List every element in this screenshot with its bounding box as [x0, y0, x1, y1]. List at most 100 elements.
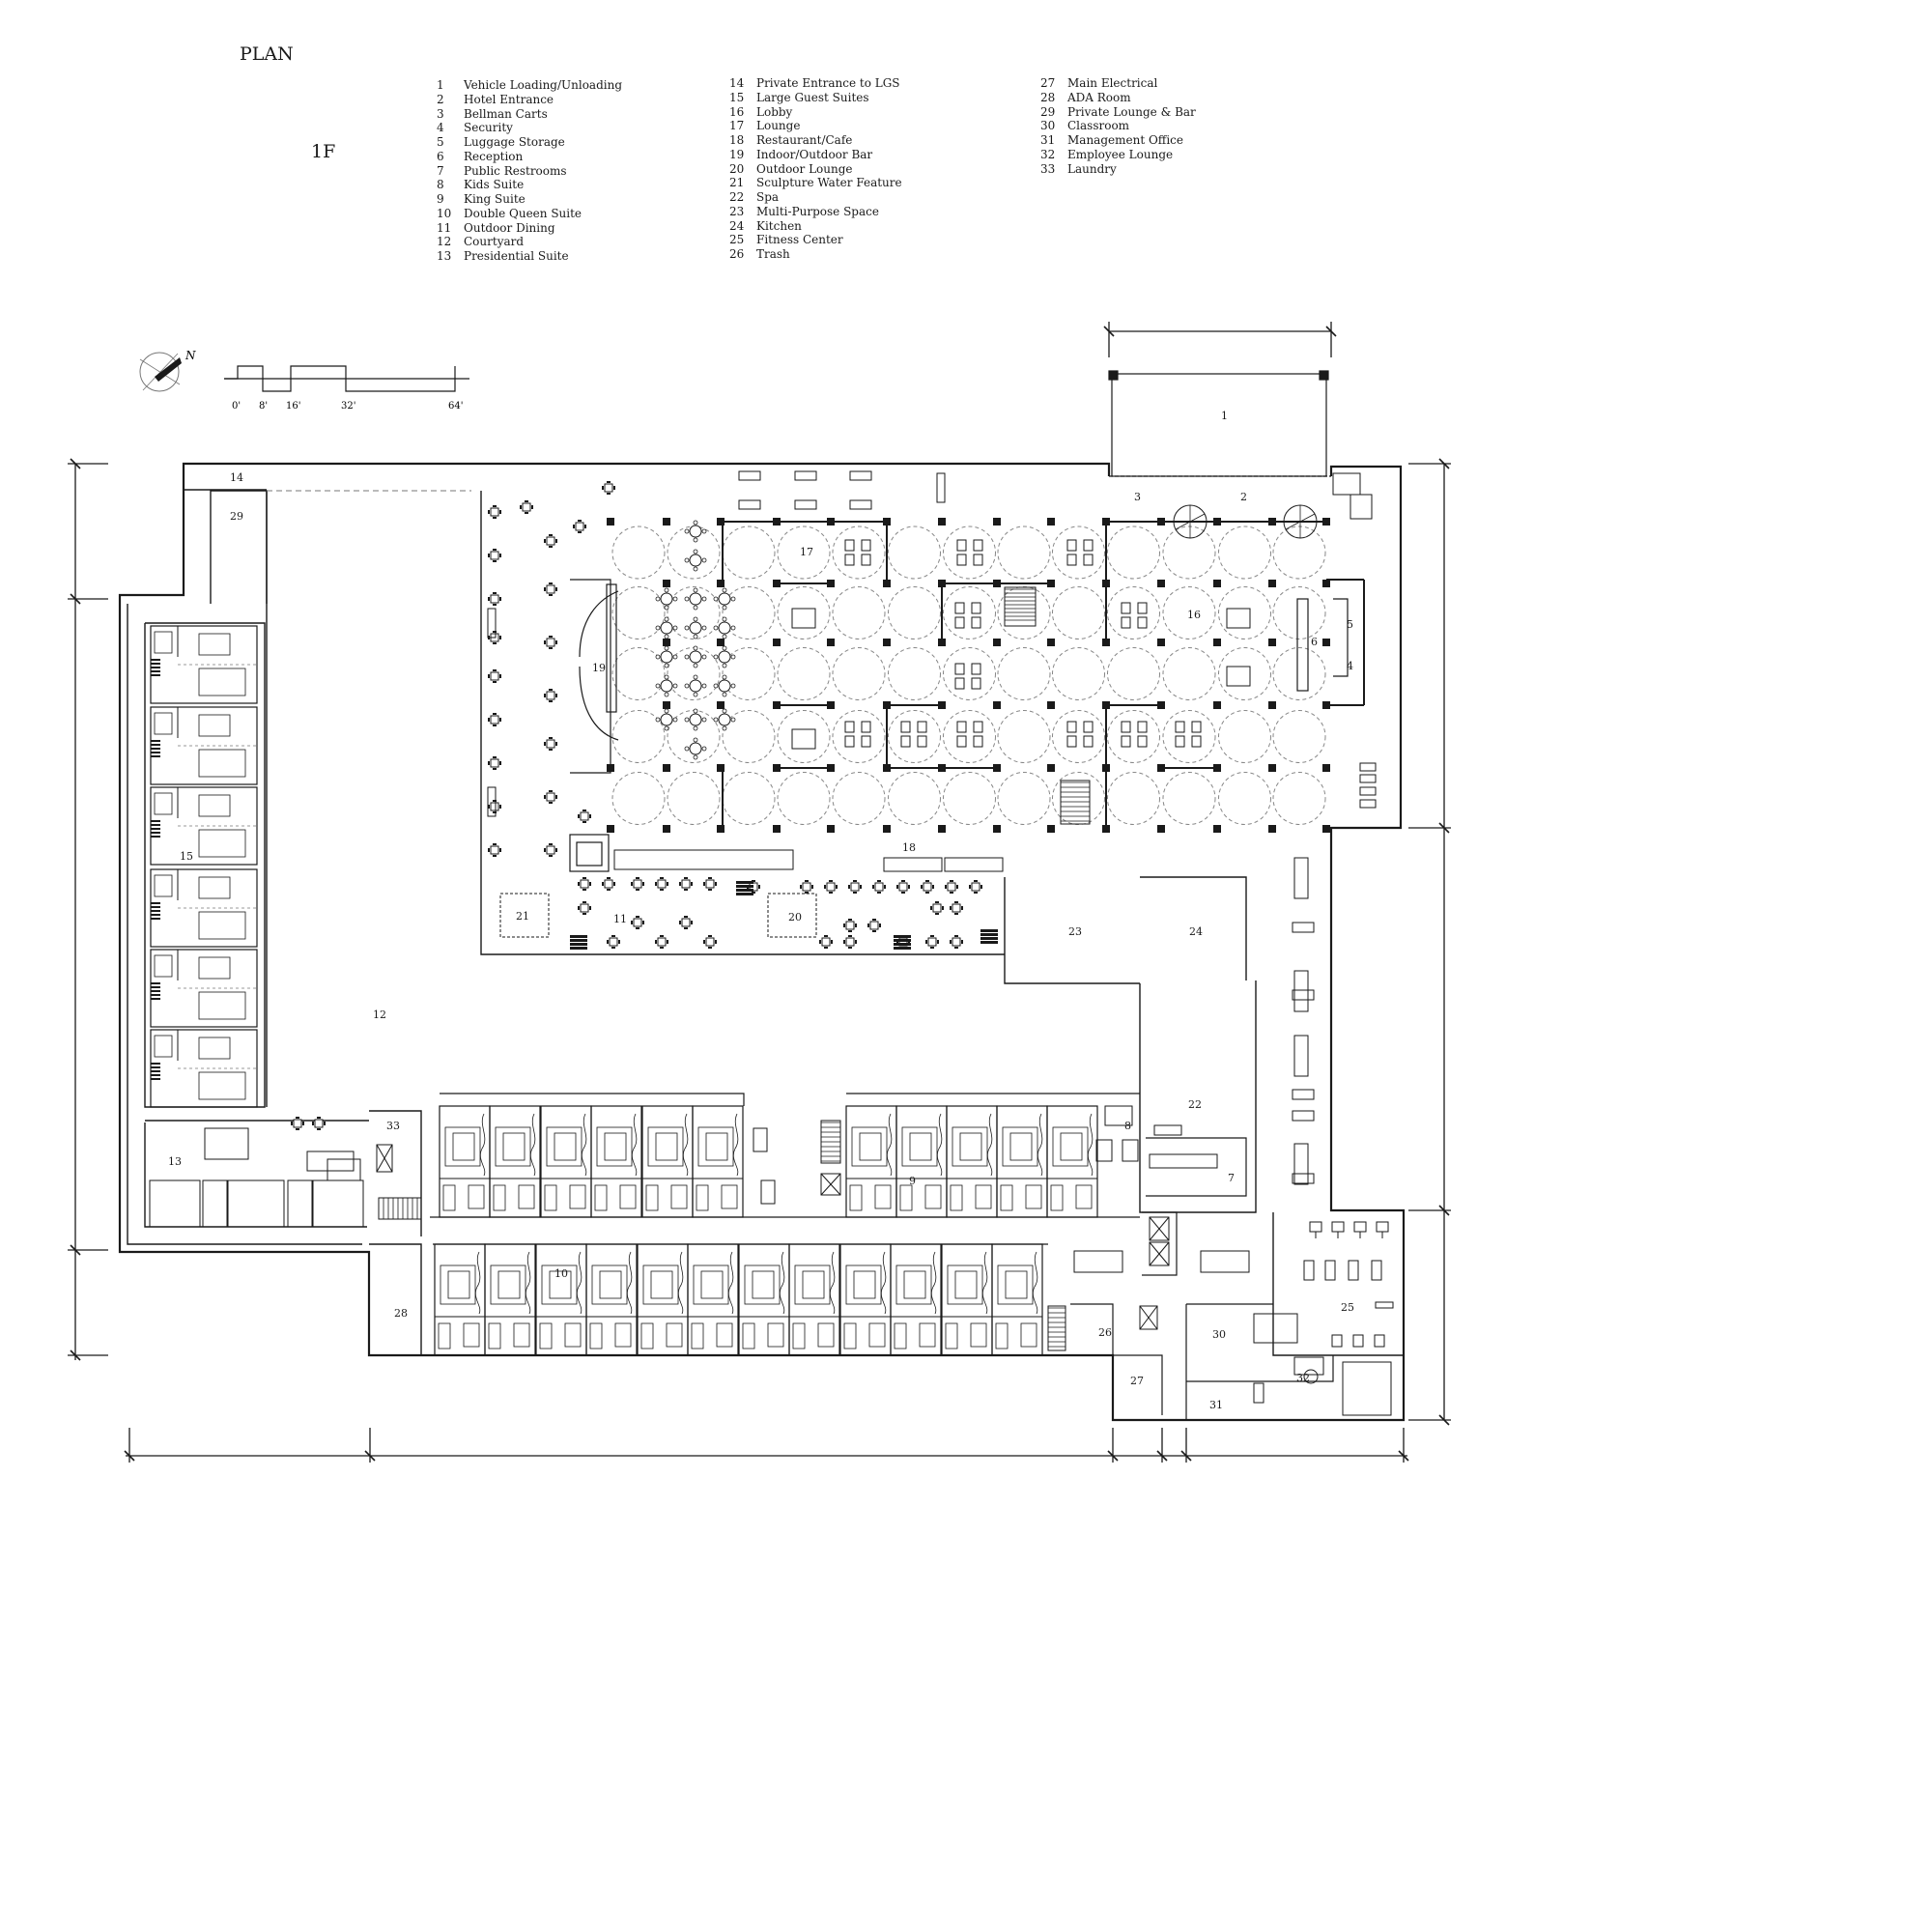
room-number: 2 — [1240, 491, 1247, 503]
column — [1322, 825, 1330, 833]
column — [1268, 639, 1276, 646]
dining-table — [543, 789, 558, 805]
floor-plan-drawing: N 0'8'16'32'64' — [68, 322, 1451, 1463]
room-number: 32 — [1296, 1372, 1310, 1384]
column — [1268, 701, 1276, 709]
dining-table — [920, 879, 935, 895]
column — [1322, 580, 1330, 587]
dining-table — [606, 934, 621, 950]
legend-item-label: Security — [464, 121, 513, 135]
room-number: 20 — [788, 911, 802, 923]
legend-item-number: 4 — [437, 121, 444, 135]
legend-item-label: Large Guest Suites — [756, 90, 869, 104]
guest-suite — [150, 949, 258, 1028]
ceiling-circle — [1218, 526, 1271, 580]
legend-item-number: 7 — [437, 163, 444, 178]
legend-item-label: Presidential Suite — [464, 249, 569, 263]
legend-item-number: 5 — [437, 135, 444, 149]
dining-table — [944, 879, 959, 895]
lounge-seating — [900, 721, 927, 748]
ceiling-circle — [943, 586, 996, 639]
room-number: 16 — [1187, 609, 1201, 621]
round-table — [655, 616, 678, 639]
column — [1047, 825, 1055, 833]
ceiling-circle — [1107, 647, 1160, 700]
guest-suite — [692, 1105, 744, 1218]
legend-item-number: 28 — [1040, 90, 1056, 104]
ceiling-circle — [1052, 586, 1105, 639]
ceiling-circle — [611, 647, 666, 700]
ceiling-circle — [1052, 526, 1105, 580]
ceiling-circle — [997, 710, 1051, 763]
legend-item-label: Main Electrical — [1067, 76, 1158, 90]
column — [1268, 580, 1276, 587]
suite-room — [227, 1179, 285, 1228]
round-table — [684, 587, 707, 611]
dining-table — [487, 842, 502, 858]
dining-table — [487, 712, 502, 727]
legend-item-number: 25 — [729, 233, 745, 247]
scale-label: 8' — [259, 401, 268, 412]
dining-table — [290, 1116, 305, 1131]
column — [993, 639, 1001, 646]
lounge-chair — [570, 935, 587, 938]
dining-table — [519, 499, 534, 515]
dining-table — [702, 876, 718, 892]
column — [773, 639, 781, 646]
ceiling-circle — [667, 772, 721, 825]
suite-room — [202, 1179, 228, 1228]
lounge-chair — [980, 929, 998, 932]
north-arrow — [139, 352, 182, 392]
round-table — [684, 520, 707, 543]
ceiling-circle — [611, 526, 666, 580]
column — [1322, 764, 1330, 772]
suite-room — [287, 1179, 313, 1228]
lounge-seating — [1066, 539, 1094, 566]
ceiling-circle — [888, 710, 941, 763]
ceiling-circle — [888, 586, 941, 639]
lounge-chair — [894, 943, 911, 946]
room-number: 8 — [1124, 1120, 1131, 1132]
column — [938, 825, 946, 833]
column — [717, 825, 724, 833]
round-table — [684, 549, 707, 572]
bench — [1359, 762, 1377, 772]
ceiling-circle — [722, 586, 776, 639]
column — [993, 518, 1001, 526]
ceiling-circle — [611, 586, 666, 639]
column — [663, 764, 670, 772]
dining-table — [543, 688, 558, 703]
lounge-chair — [894, 935, 911, 938]
room-number: 24 — [1189, 925, 1203, 938]
armchair-set — [791, 608, 816, 629]
scale-label: 16' — [286, 401, 300, 412]
ceiling-circle — [1272, 710, 1326, 763]
fitness-machine — [1374, 1334, 1385, 1348]
guest-suite — [890, 1243, 942, 1356]
ceiling-circle — [1218, 586, 1271, 639]
column — [827, 825, 835, 833]
column — [883, 639, 891, 646]
planter — [936, 472, 946, 503]
guest-suite — [641, 1105, 694, 1218]
room-number: 30 — [1212, 1328, 1226, 1341]
armchair-set — [791, 728, 816, 750]
lobby-furniture — [655, 470, 1377, 809]
lounge-chair — [894, 947, 911, 950]
legend-item-number: 6 — [437, 149, 444, 163]
guest-suite — [150, 706, 258, 785]
dining-table — [487, 668, 502, 684]
dining-table — [487, 504, 502, 520]
column — [717, 580, 724, 587]
suite-room — [149, 1179, 201, 1228]
fitness-machine — [1352, 1334, 1364, 1348]
legend-item-number: 17 — [729, 119, 745, 133]
